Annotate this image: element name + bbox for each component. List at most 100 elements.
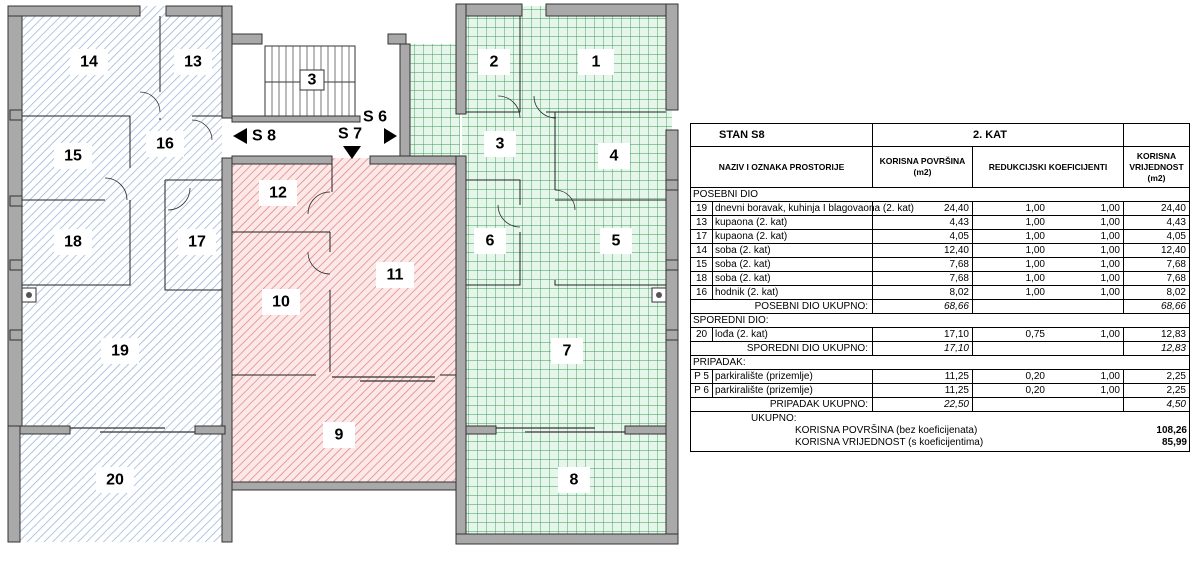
room-label-13: 13: [174, 49, 212, 75]
coef1-cell: 1,00: [1025, 217, 1045, 228]
coef2-cell: 1,00: [1048, 272, 1124, 285]
room-number: 16: [156, 136, 174, 153]
apartment-s8-area: [10, 6, 232, 542]
room-label-1: 1: [578, 49, 614, 75]
room-name-cell: hodnik (2. kat): [713, 286, 873, 299]
coef2-cell: 1,00: [1048, 384, 1124, 397]
room-number: 20: [106, 472, 124, 489]
room-number: 18: [64, 234, 82, 251]
room-name-cell: soba (2. kat): [713, 258, 873, 271]
room-name-cell: parkiralište (prizemlje): [713, 384, 873, 397]
staircase: [264, 45, 356, 119]
s7-arrow-icon: [343, 146, 361, 159]
coef1-cell: 1,00: [1025, 259, 1045, 270]
room-label-box: [484, 131, 516, 157]
room-no-cell: 16: [691, 286, 713, 299]
room-label-box: [558, 467, 590, 493]
total-area-label: KORISNA POVRŠINA (bez koeficijenata): [795, 425, 978, 436]
room-label-16: 16: [146, 131, 184, 157]
table-title-row: STAN S8 2. KAT: [691, 124, 1189, 146]
value-cell: 24,40: [1160, 203, 1186, 214]
shaft-icons: [21, 287, 667, 303]
room-label-17: 17: [178, 229, 216, 255]
room-name-cell: lođa (2. kat): [713, 328, 873, 341]
room-number: 15: [64, 148, 82, 165]
area-cell: 7,68: [873, 272, 973, 285]
room-number: 19: [111, 343, 129, 360]
room-no-cell: 19: [691, 202, 713, 215]
section-sum-area: 68,66: [873, 300, 973, 313]
room-no-cell: 18: [691, 272, 713, 285]
marker-s6: S 6: [363, 109, 387, 126]
area-cell: 11,25: [873, 370, 973, 383]
room-label-box: [96, 467, 134, 493]
table-title-left: STAN S8: [691, 124, 873, 146]
section-sum-blank: [973, 300, 1124, 313]
col-value-header: KORISNA VRIJEDNOST (m2): [1129, 150, 1184, 183]
col-coef-header: REDUKCIJSKI KOEFICIJENTI: [973, 147, 1124, 187]
room-label-box: [551, 338, 583, 364]
room-label-10: 10: [262, 289, 300, 315]
room-name-cell: soba (2. kat): [713, 244, 873, 257]
room-label-2: 2: [478, 49, 510, 75]
coef2-cell: 1,00: [1048, 216, 1124, 229]
room-name-cell: soba (2. kat): [713, 272, 873, 285]
room-label-5: 5: [600, 228, 632, 254]
apartment-s6-area: [400, 6, 672, 538]
value-cell: 4,43: [1166, 217, 1186, 228]
room-label-box: [600, 228, 632, 254]
coef1-cell: 1,00: [1025, 231, 1045, 242]
room-name-cell: parkiralište (prizemlje): [713, 370, 873, 383]
table-totals: UKUPNO: KORISNA POVRŠINA (bez koeficijen…: [691, 411, 1189, 451]
area-cell: 17,10: [873, 328, 973, 341]
room-number: 5: [612, 233, 621, 250]
room-number: 2: [490, 54, 499, 71]
col-name-header: NAZIV I OZNAKA PROSTORIJE: [691, 147, 873, 187]
section-sum-area: 22,50: [873, 398, 973, 411]
room-number: 13: [184, 54, 202, 71]
area-cell: 4,05: [873, 230, 973, 243]
room-label-box: [323, 422, 355, 448]
room-no-cell: 15: [691, 258, 713, 271]
area-table: STAN S8 2. KAT NAZIV I OZNAKA PROSTORIJE…: [690, 123, 1190, 452]
total-value-label: KORISNA VRIJEDNOST (s koeficijentima): [795, 437, 984, 448]
room-label-20: 20: [96, 467, 134, 493]
coef1-cell: 1,00: [1025, 287, 1045, 298]
room-number: 3: [308, 72, 317, 89]
area-cell: 12,40: [873, 244, 973, 257]
room-label-box: [376, 262, 414, 288]
walls: [7, 3, 679, 545]
room-label-9: 9: [323, 422, 355, 448]
coef1-cell: 1,00: [1025, 203, 1045, 214]
room-no-cell: 17: [691, 230, 713, 243]
section-title: POSEBNI DIO: [691, 187, 1189, 201]
room-number: 3: [496, 136, 505, 153]
room-number: 4: [610, 148, 619, 165]
room-no-cell: P 5: [691, 370, 713, 383]
section-sum-blank: [973, 342, 1124, 355]
section-title: PRIPADAK:: [691, 355, 1189, 369]
room-label-15: 15: [54, 143, 92, 169]
value-cell: 12,40: [1160, 245, 1186, 256]
room-number: 11: [387, 267, 404, 284]
room-label-18: 18: [54, 229, 92, 255]
room-label-3: 3: [484, 131, 516, 157]
section-sum-area: 17,10: [873, 342, 973, 355]
section-sum-value: 68,66: [1160, 301, 1186, 312]
coef2-cell: 1,00: [1048, 286, 1124, 299]
room-label-4: 4: [598, 143, 630, 169]
room-number: 7: [563, 343, 572, 360]
value-cell: 2,25: [1166, 385, 1186, 396]
room-number: 8: [570, 472, 579, 489]
total-value-value: 85,99: [1161, 437, 1187, 448]
coef2-cell: 1,00: [1048, 258, 1124, 271]
room-label-box: [598, 143, 630, 169]
area-cell: 11,25: [873, 384, 973, 397]
